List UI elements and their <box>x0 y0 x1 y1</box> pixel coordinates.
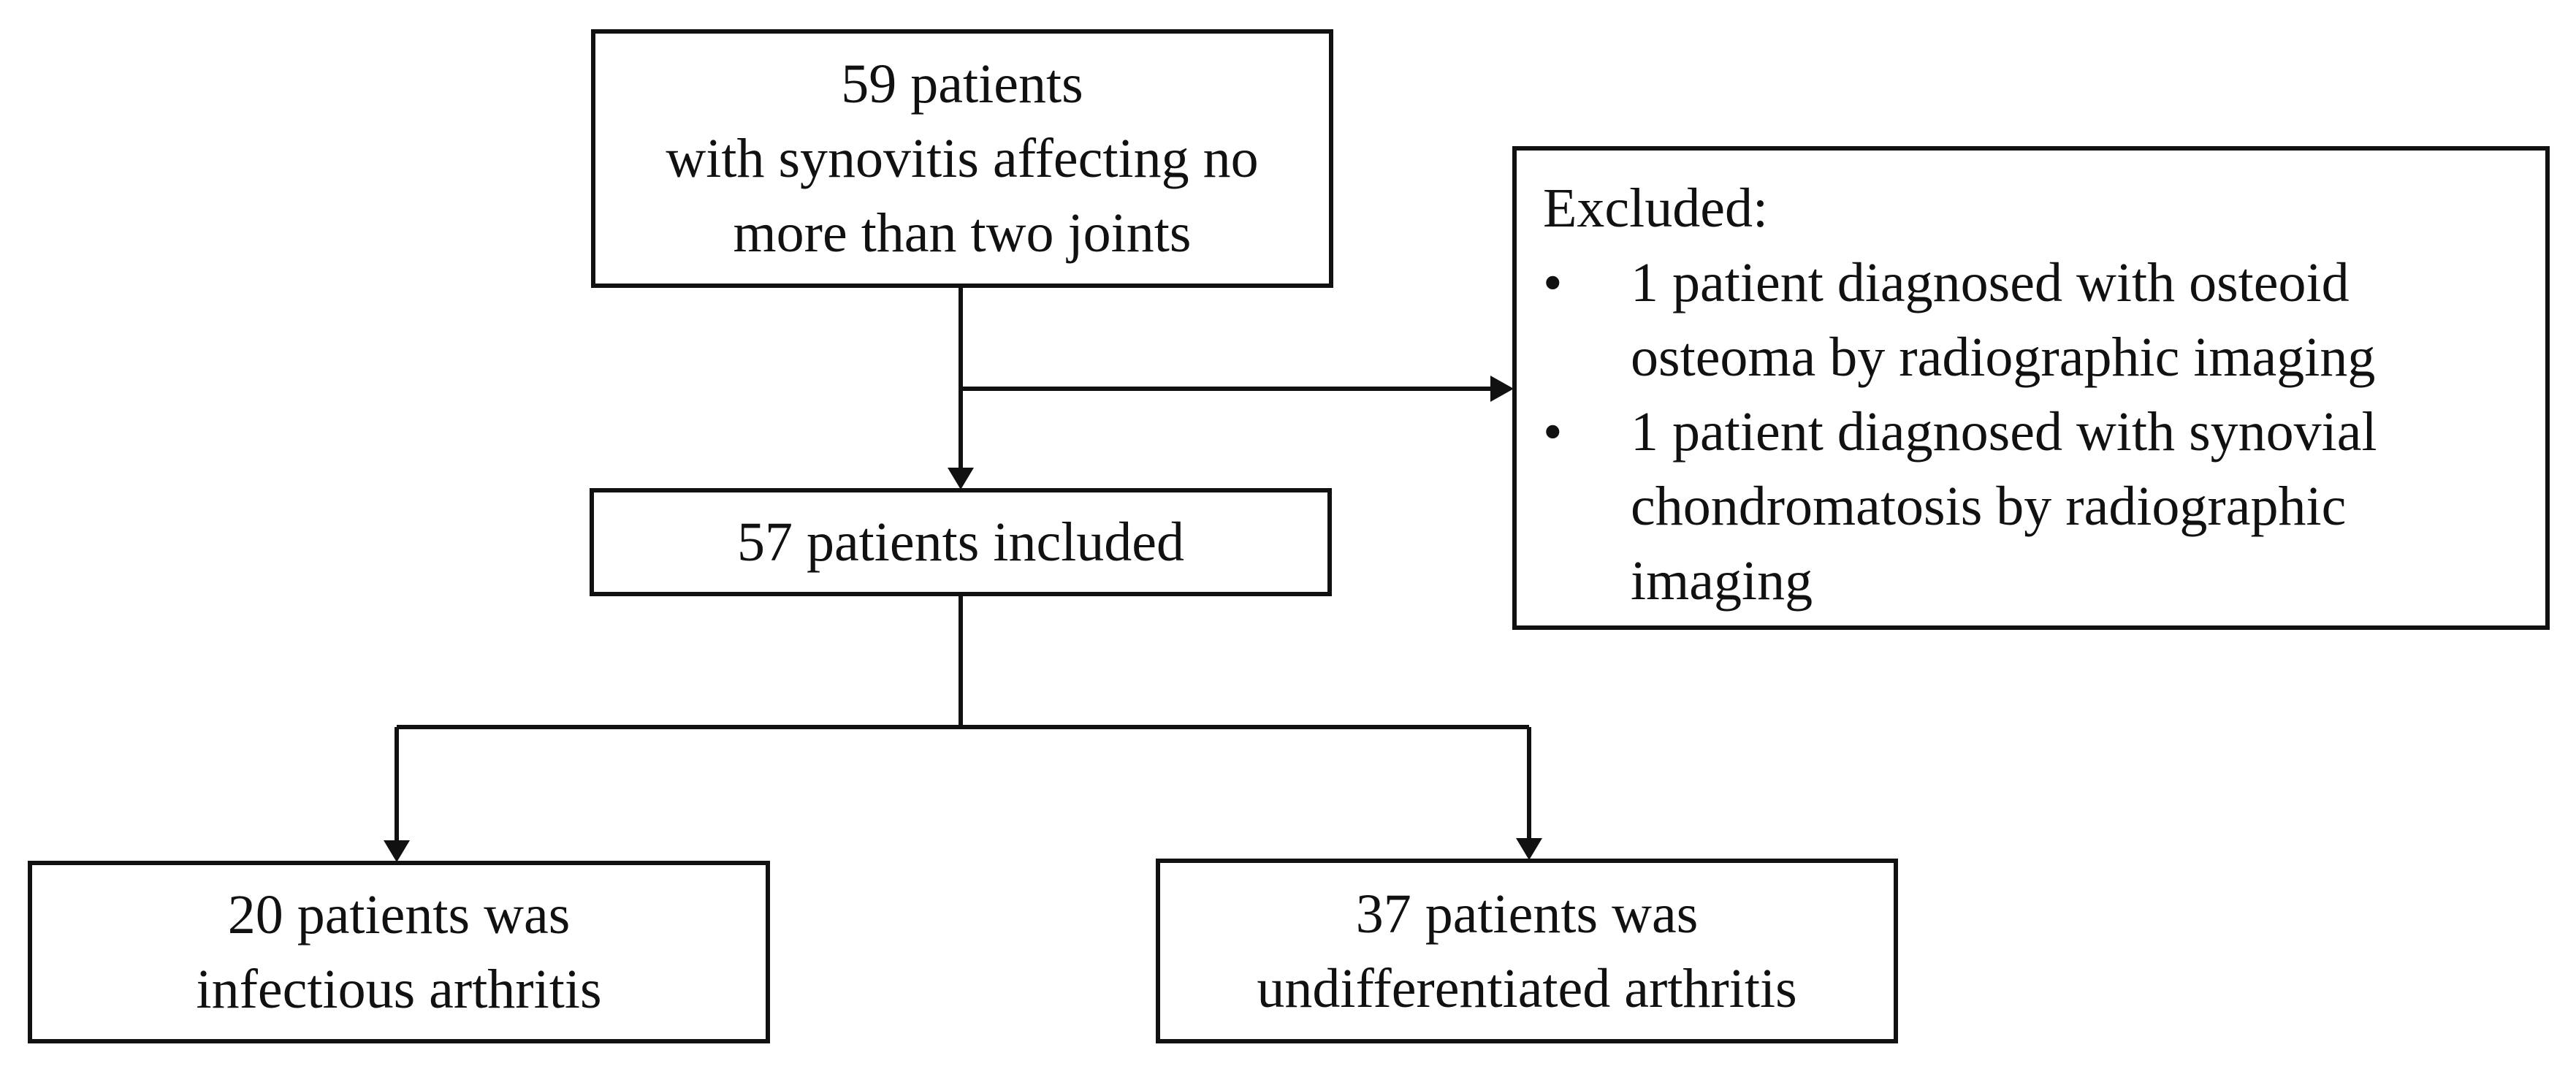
arrowhead-undifferentiated <box>1516 838 1542 860</box>
enrolled-line-3: more than two joints <box>733 202 1192 264</box>
included-line-1: 57 patients included <box>736 511 1185 573</box>
bullet-icon: • <box>1543 401 1563 463</box>
included-patients-box: 57 patients included <box>590 488 1332 596</box>
excluded-heading: Excluded: <box>1543 178 1769 239</box>
excluded-item-2-line-1: 1 patient diagnosed with synovial <box>1631 401 2377 463</box>
undifferentiated-line-1: 37 patients was <box>1355 883 1699 945</box>
arrowhead-excluded <box>1490 376 1514 402</box>
excluded-item-2-line-2: chondromatosis by radiographic <box>1631 476 2347 537</box>
enrolled-line-1: 59 patients <box>841 53 1083 115</box>
infectious-line-1: 20 patients was <box>227 884 571 946</box>
excluded-patients-box: Excluded: • 1 patient diagnosed with ost… <box>1512 146 2550 630</box>
excluded-item-2-line-3: imaging <box>1631 550 1813 612</box>
undifferentiated-arthritis-box: 37 patients was undifferentiated arthrit… <box>1156 859 1898 1043</box>
arrowhead-included <box>948 468 974 490</box>
enrolled-patients-box: 59 patients with synovitis affecting no … <box>591 29 1333 288</box>
excluded-item-synovial-chondromatosis: • 1 patient diagnosed with synovial chon… <box>1543 395 2545 618</box>
excluded-item-1-line-1: 1 patient diagnosed with osteoid <box>1631 252 2350 313</box>
arrowhead-infectious <box>384 840 410 862</box>
infectious-line-2: infectious arthritis <box>196 959 602 1020</box>
bullet-icon: • <box>1543 252 1563 313</box>
enrolled-line-2: with synovitis affecting no <box>666 128 1259 189</box>
excluded-item-1-line-2: osteoma by radiographic imaging <box>1631 327 2376 388</box>
excluded-item-osteoid-osteoma: • 1 patient diagnosed with osteoid osteo… <box>1543 246 2545 395</box>
undifferentiated-line-2: undifferentiated arthritis <box>1257 957 1797 1019</box>
infectious-arthritis-box: 20 patients was infectious arthritis <box>28 861 770 1043</box>
